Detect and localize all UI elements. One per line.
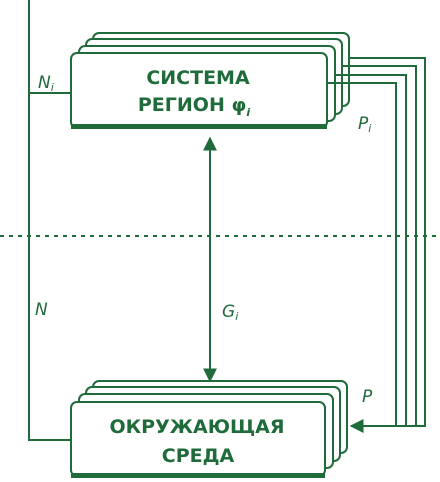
label-ni: Ni bbox=[38, 73, 54, 94]
label-pi-main: P bbox=[358, 114, 369, 134]
bottom-box-line2: СРЕДА bbox=[162, 445, 235, 467]
label-gi: Gi bbox=[222, 302, 238, 323]
bottom-box-bottom-bar bbox=[71, 473, 325, 478]
left-environment-line bbox=[28, 93, 72, 441]
top-box-bottom-bar bbox=[71, 124, 327, 129]
bottom-box-stack bbox=[70, 380, 348, 478]
top-box-stack bbox=[70, 32, 350, 129]
top-box-line2-subscript: i bbox=[246, 106, 250, 119]
bottom-box-line1: ОКРУЖАЮЩАЯ bbox=[109, 416, 284, 438]
label-pi: Pi bbox=[358, 114, 371, 135]
top-box-main bbox=[70, 52, 328, 129]
top-box-line2: РЕГИОН φi bbox=[138, 94, 250, 119]
label-ni-main: N bbox=[38, 73, 51, 93]
label-gi-sub: i bbox=[235, 310, 238, 323]
right-feedback-line-3 bbox=[335, 74, 407, 426]
top-box-line1: СИСТЕМА bbox=[146, 67, 250, 89]
label-n: N bbox=[35, 300, 48, 320]
right-feedback-line-inner bbox=[327, 82, 397, 426]
label-pi-sub: i bbox=[368, 122, 371, 135]
label-p: P bbox=[362, 387, 373, 407]
label-gi-main: G bbox=[222, 302, 235, 322]
top-box-line2-text: РЕГИОН φ bbox=[138, 94, 246, 116]
label-ni-sub: i bbox=[51, 81, 54, 94]
right-feedback-lines bbox=[327, 57, 426, 433]
right-feedback-line-2 bbox=[342, 65, 417, 426]
